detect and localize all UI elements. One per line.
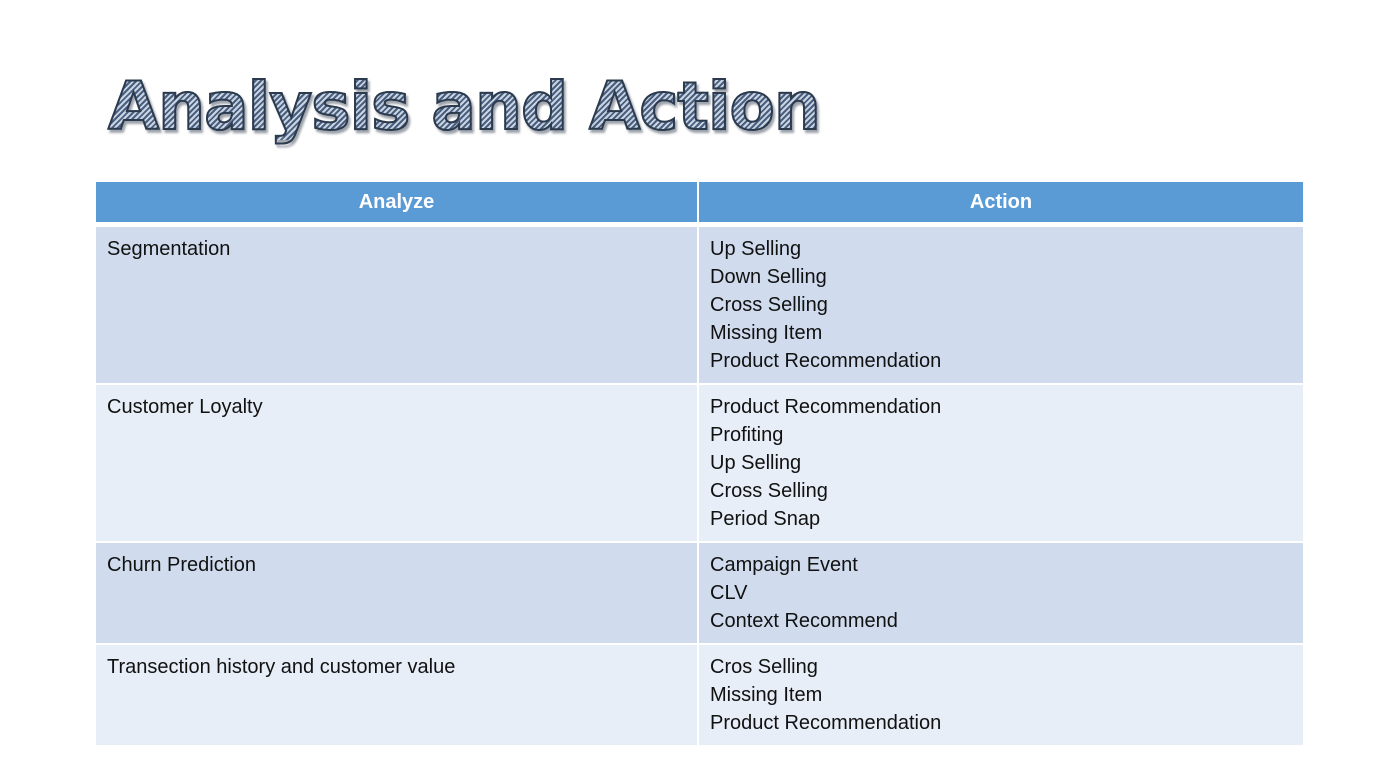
action-item: Missing Item xyxy=(710,684,823,706)
analyze-cell: Churn Prediction xyxy=(96,542,699,645)
table-header-row: Analyze Action xyxy=(96,182,1303,227)
action-item: Period Snap xyxy=(710,508,821,530)
action-item: Campaign Event xyxy=(710,554,858,576)
analysis-action-table: Analyze Action Segmentation Up Selling D… xyxy=(96,182,1303,747)
action-cell: Product Recommendation Profiting Up Sell… xyxy=(698,384,1303,543)
table-row: Segmentation Up Selling Down Selling Cro… xyxy=(96,224,1303,385)
analyze-cell: Segmentation xyxy=(96,224,699,385)
action-item: Product Recommendation xyxy=(710,712,942,734)
action-item: Up Selling xyxy=(710,452,802,474)
analyze-cell: Customer Loyalty xyxy=(96,384,699,543)
analyze-cell: Transection history and customer value xyxy=(96,644,699,747)
action-item: Cross Selling xyxy=(710,294,828,316)
action-cell: Campaign Event CLV Context Recommend xyxy=(698,542,1303,645)
action-item: Context Recommend xyxy=(710,610,898,632)
slide-title: Analysis and Action xyxy=(107,68,822,145)
table-row: Customer Loyalty Product Recommendation … xyxy=(96,384,1303,543)
action-item: Product Recommendation xyxy=(710,396,942,418)
action-item: Cros Selling xyxy=(710,656,818,678)
action-cell: Up Selling Down Selling Cross Selling Mi… xyxy=(698,224,1303,385)
action-item: Missing Item xyxy=(710,322,823,344)
action-item: Cross Selling xyxy=(710,480,828,502)
action-item: CLV xyxy=(710,582,748,604)
action-item: Profiting xyxy=(710,424,784,446)
header-analyze: Analyze xyxy=(96,182,699,227)
header-action: Action xyxy=(698,182,1303,227)
table-row: Transection history and customer value C… xyxy=(96,644,1303,747)
action-item: Product Recommendation xyxy=(710,350,942,372)
action-item: Down Selling xyxy=(710,266,827,288)
table-row: Churn Prediction Campaign Event CLV Cont… xyxy=(96,542,1303,645)
action-item: Up Selling xyxy=(710,238,802,260)
action-cell: Cros Selling Missing Item Product Recomm… xyxy=(698,644,1303,747)
